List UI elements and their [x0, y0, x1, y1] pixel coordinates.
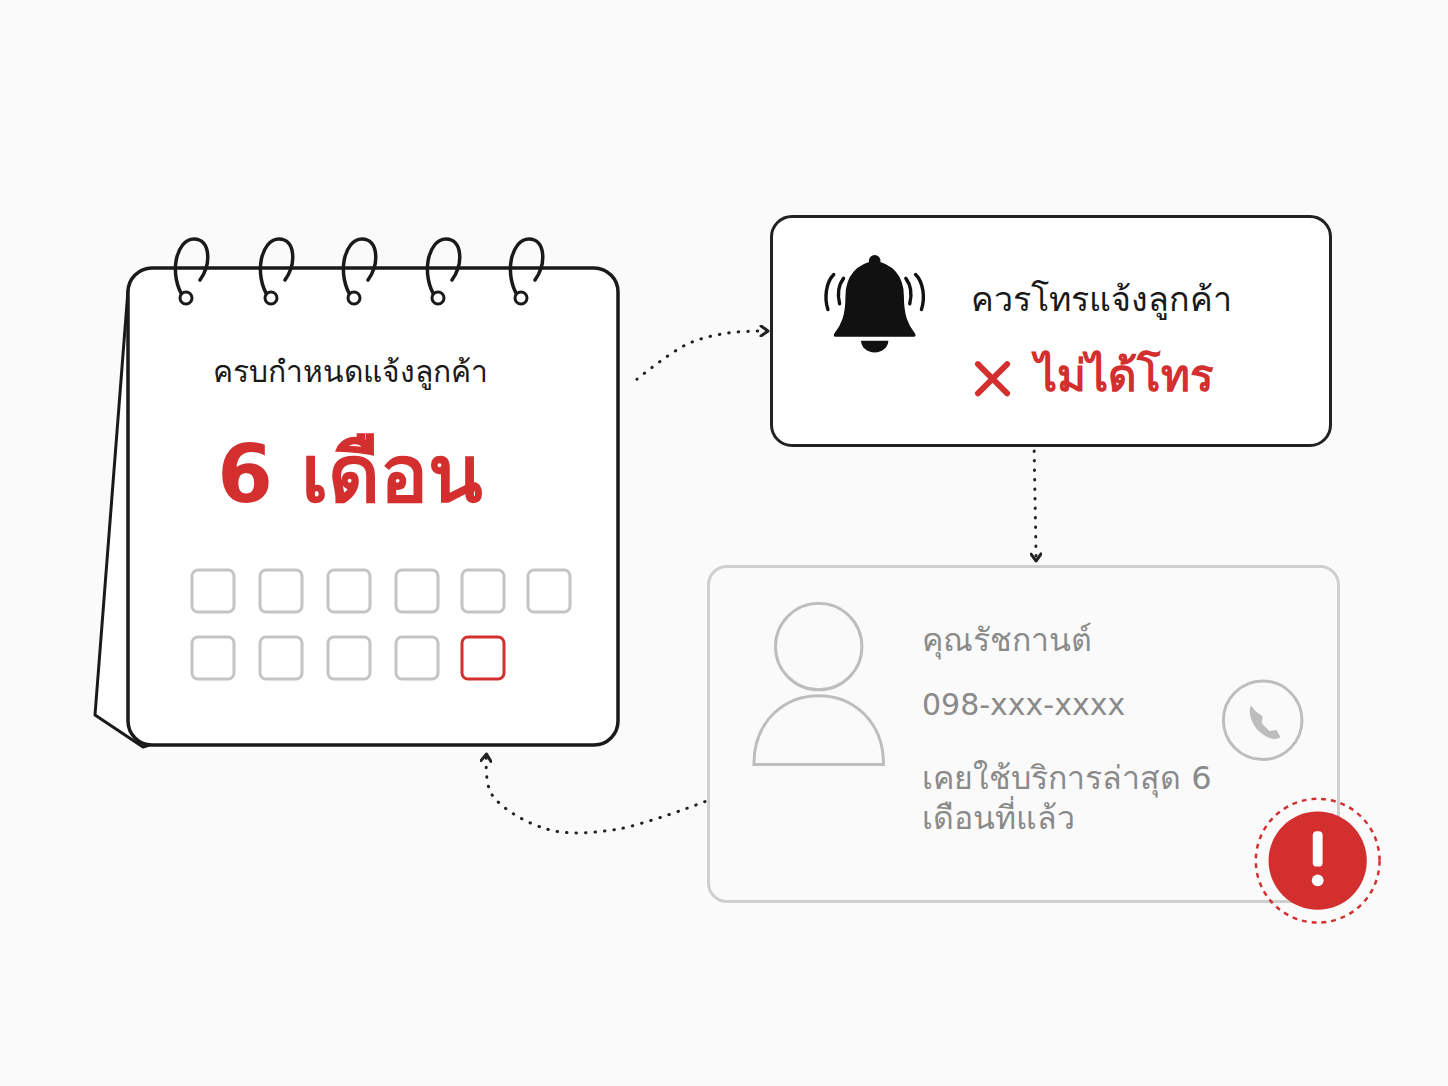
alert-box: ควรโทรแจ้งลูกค้าไม่ได้โทร — [770, 215, 1332, 447]
dotted-connector — [637, 331, 768, 379]
calendar-card: ครบกำหนดแจ้งลูกค้า 6 เดือน — [85, 235, 635, 750]
notice-text: ควรโทรแจ้งลูกค้า — [971, 278, 1232, 321]
bell-icon — [773, 218, 1329, 444]
dotted-connector — [486, 754, 705, 833]
customer-illustration — [710, 568, 1337, 900]
last-service: เคยใช้บริการล่าสุด 6 เดือนที่แล้ว — [922, 758, 1222, 838]
status-text: ไม่ได้โทร — [1035, 348, 1214, 403]
customer-card: คุณรัชกานต์ 098-xxx-xxxx เคยใช้บริการล่าสุ… — [707, 565, 1340, 903]
customer-name: คุณรัชกานต์ — [922, 620, 1092, 660]
dotted-connector — [1034, 451, 1036, 561]
reminder-title: ครบกำหนดแจ้งลูกค้า — [85, 353, 615, 391]
customer-phone: 098-xxx-xxxx — [922, 686, 1125, 724]
months-value: 6 เดือน — [85, 425, 615, 525]
